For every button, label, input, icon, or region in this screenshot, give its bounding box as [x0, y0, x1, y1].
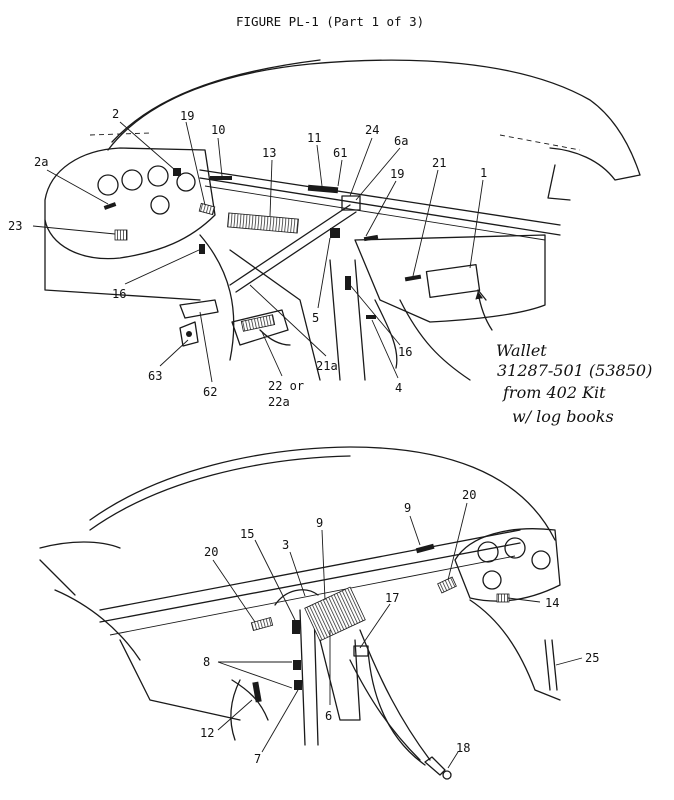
callout-20-left: 20	[204, 545, 218, 559]
callout-19-right: 19	[390, 167, 404, 181]
callout-6a: 6a	[394, 134, 408, 148]
callout-3: 3	[282, 538, 289, 552]
callout-23: 23	[8, 219, 22, 233]
top-cockpit-drawing	[44, 59, 641, 381]
callout-21a: 21a	[316, 359, 338, 373]
callout-25: 25	[585, 651, 599, 665]
callout-4: 4	[395, 381, 402, 395]
callout-16-left: 16	[112, 287, 126, 301]
callout-20-right: 20	[462, 488, 476, 502]
top-leader-lines	[32, 121, 484, 383]
callout-22a: 22a	[268, 395, 290, 409]
callout-13: 13	[262, 146, 276, 160]
callout-10: 10	[211, 123, 225, 137]
callout-9: 9	[316, 516, 323, 530]
note-line-2: 31287-501 (53850)	[497, 361, 652, 380]
callout-9-top: 9	[404, 501, 411, 515]
callout-18: 18	[456, 741, 470, 755]
bottom-leader-lines	[212, 502, 583, 769]
callout-12: 12	[200, 726, 214, 740]
figure-title: FIGURE PL-1 (Part 1 of 3)	[236, 14, 424, 29]
callout-63: 63	[148, 369, 162, 383]
note-line-4: w/ log books	[512, 407, 614, 426]
callout-7: 7	[254, 752, 261, 766]
callout-15: 15	[240, 527, 254, 541]
callout-61: 61	[333, 146, 347, 160]
callout-16-right: 16	[398, 345, 412, 359]
callout-6: 6	[325, 709, 332, 723]
note-line-3: from 402 Kit	[502, 383, 606, 402]
callout-14: 14	[545, 596, 559, 610]
callout-2a: 2a	[34, 155, 48, 169]
callout-11: 11	[307, 131, 321, 145]
callout-21: 21	[432, 156, 446, 170]
callout-5: 5	[312, 311, 319, 325]
callout-19-left: 19	[180, 109, 194, 123]
callout-17: 17	[385, 591, 399, 605]
callout-24: 24	[365, 123, 379, 137]
callout-22-or: 22 or	[268, 379, 304, 393]
note-line-1: Wallet	[496, 341, 547, 360]
callout-1: 1	[480, 166, 487, 180]
callout-62: 62	[203, 385, 217, 399]
bottom-cockpit-drawing	[39, 446, 561, 780]
callout-8: 8	[203, 655, 210, 669]
handwritten-note: Wallet 31287-501 (53850) from 402 Kit w/…	[496, 341, 652, 426]
callout-2: 2	[112, 107, 119, 121]
